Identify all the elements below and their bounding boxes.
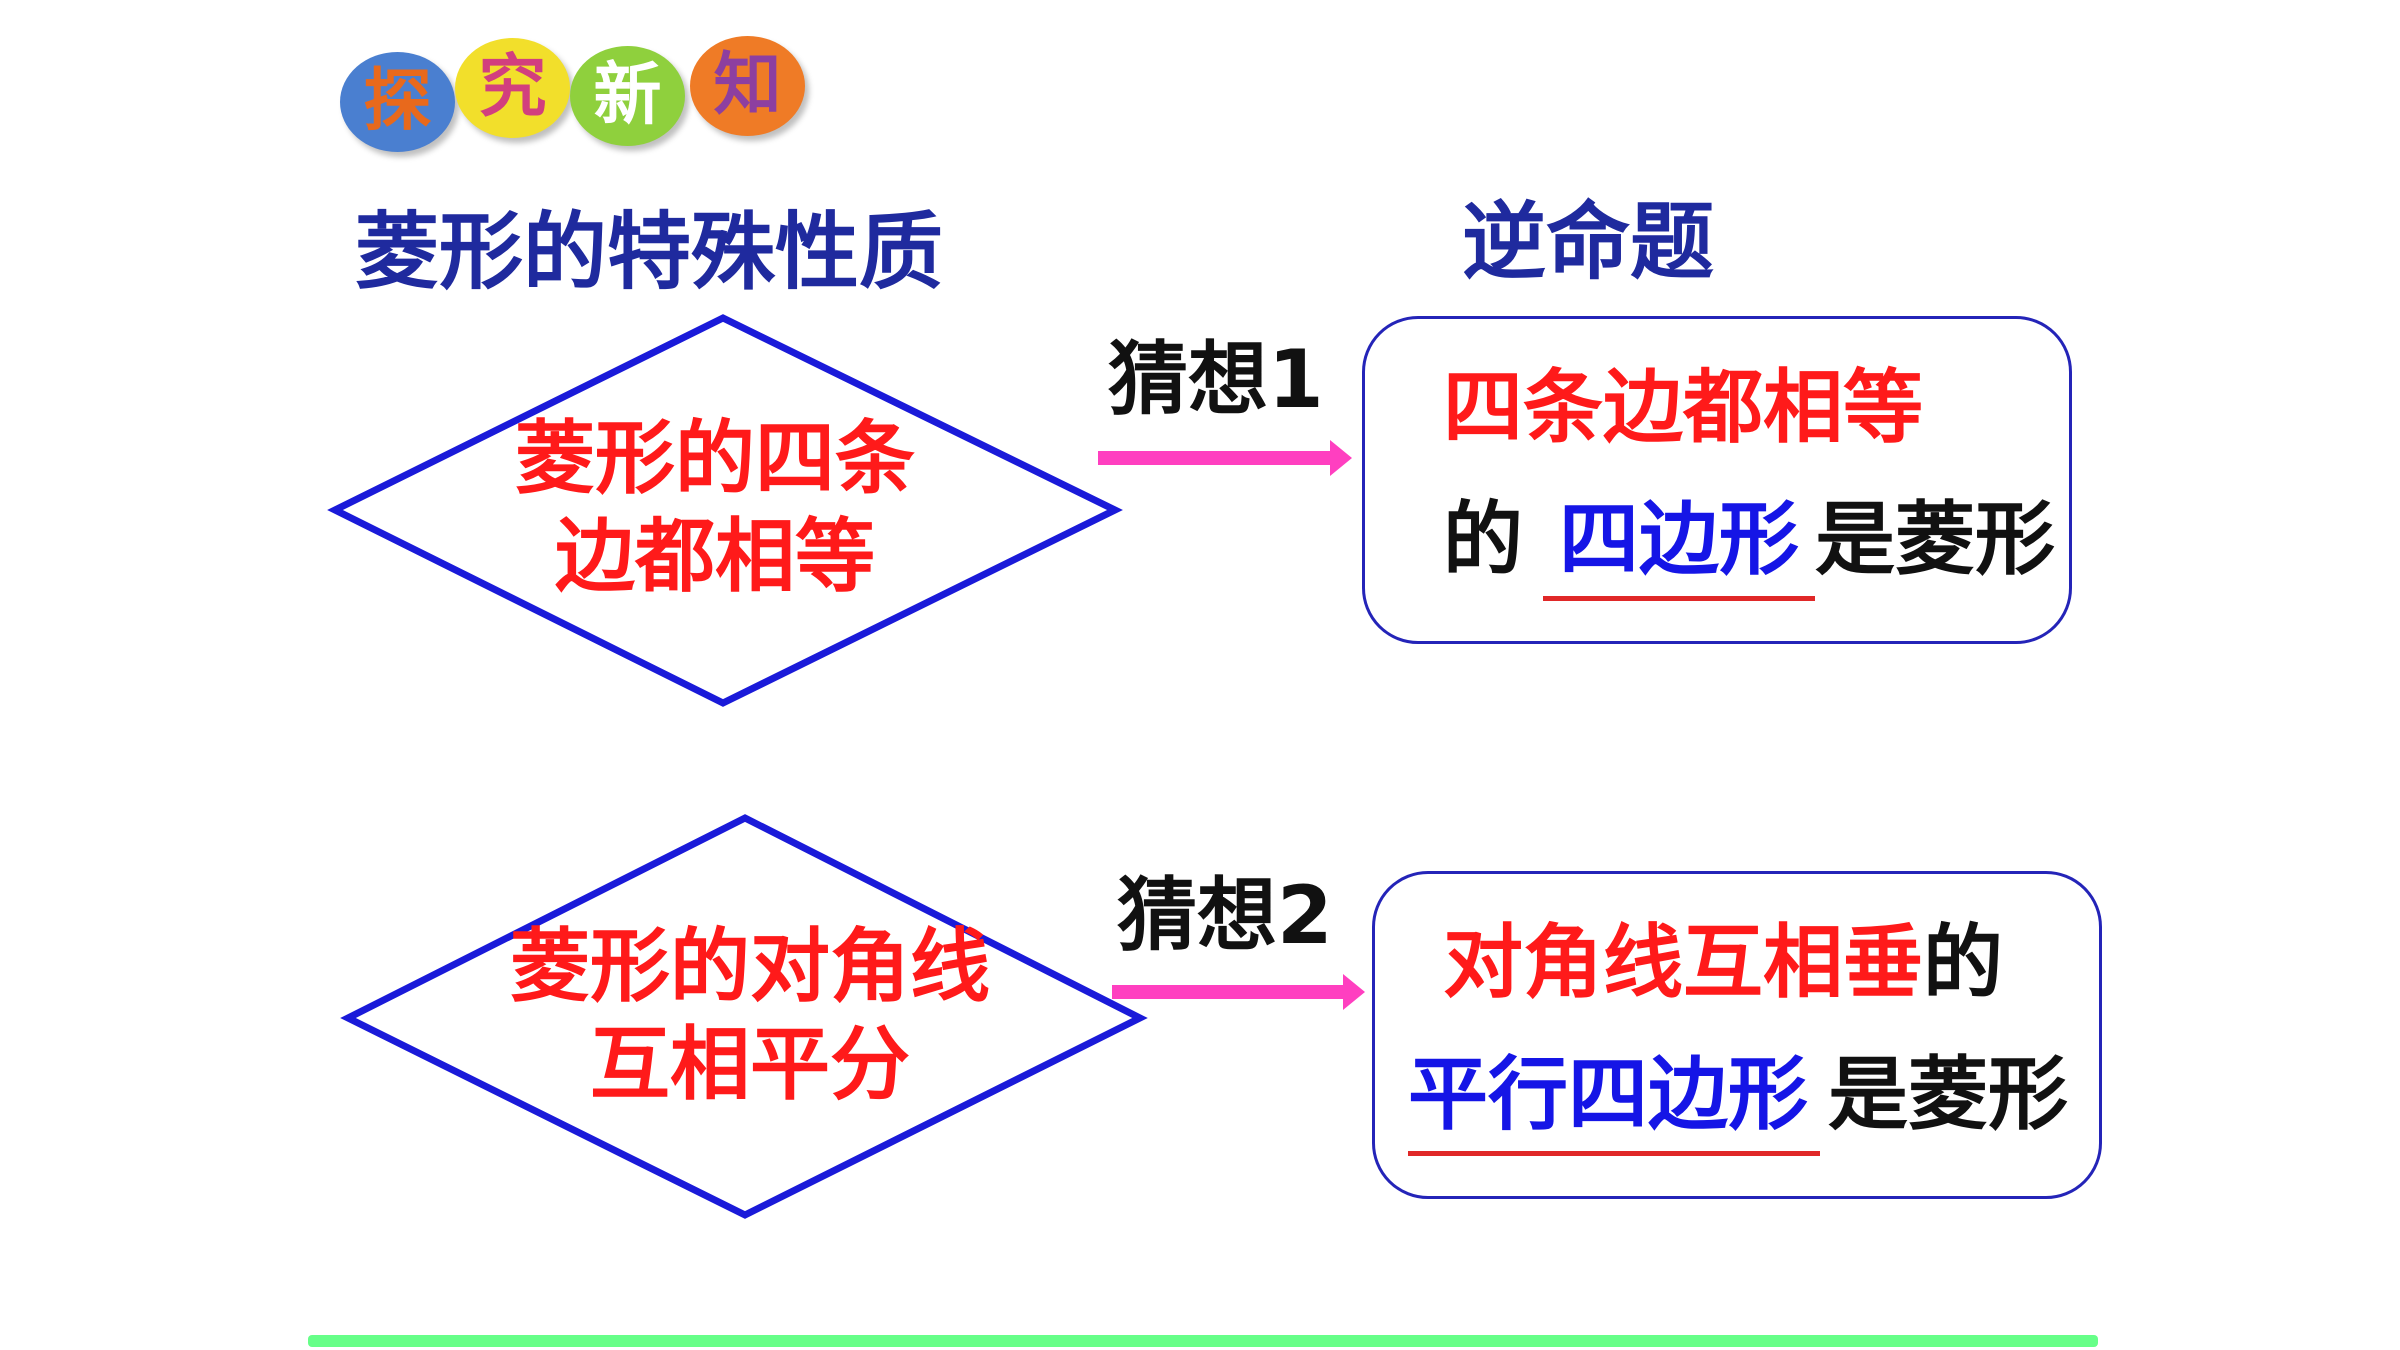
card-2-suffix: 是菱形: [1828, 1048, 2068, 1141]
card-1-suffix: 是菱形: [1815, 493, 2055, 586]
diamond-2-text: 菱形的对角线 互相平分: [470, 918, 1030, 1113]
arrow-2: [1112, 974, 1365, 1010]
diamond-2-line1: 菱形的对角线: [510, 920, 990, 1013]
converse-card-1: [1362, 316, 2072, 644]
card-1-line1: 四条边都相等: [1443, 361, 1923, 454]
arrow-1: [1098, 440, 1352, 476]
heading-converse: 逆命题: [1462, 193, 1715, 291]
converse-card-2: [1372, 871, 2102, 1199]
diamond-2: [340, 814, 1148, 1219]
conjecture-2-label: 猜想2: [1117, 869, 1333, 962]
diamond-1: [327, 314, 1123, 707]
diamond-2-line2: 互相平分: [590, 1017, 910, 1111]
card-1-blank: 四边形: [1543, 493, 1815, 601]
card-2-line1: 对角线互相垂的: [1443, 923, 2003, 1003]
card-1-line2: 的四边形是菱形: [1443, 493, 2055, 601]
conjecture-1-label: 猜想1: [1108, 333, 1324, 426]
badge-zhi: 知: [690, 36, 805, 136]
heading-properties: 菱形的特殊性质: [355, 203, 944, 301]
card-2-blank: 平行四边形: [1408, 1048, 1820, 1156]
badge-xin: 新: [570, 46, 685, 146]
diamond-1-line2: 边都相等: [555, 509, 875, 603]
diamond-1-text: 菱形的四条 边都相等: [480, 410, 950, 605]
card-2-black: 的: [1923, 916, 2003, 1009]
footer-accent-line: [308, 1335, 2098, 1347]
card-2-red: 对角线互相垂: [1443, 916, 1923, 1009]
card-2-line2: 平行四边形是菱形: [1408, 1048, 2068, 1156]
card-1-prefix: 的: [1443, 493, 1523, 586]
badge-tan: 探: [340, 52, 455, 152]
badge-jiu: 究: [455, 38, 570, 138]
diamond-1-line1: 菱形的四条: [515, 412, 915, 505]
